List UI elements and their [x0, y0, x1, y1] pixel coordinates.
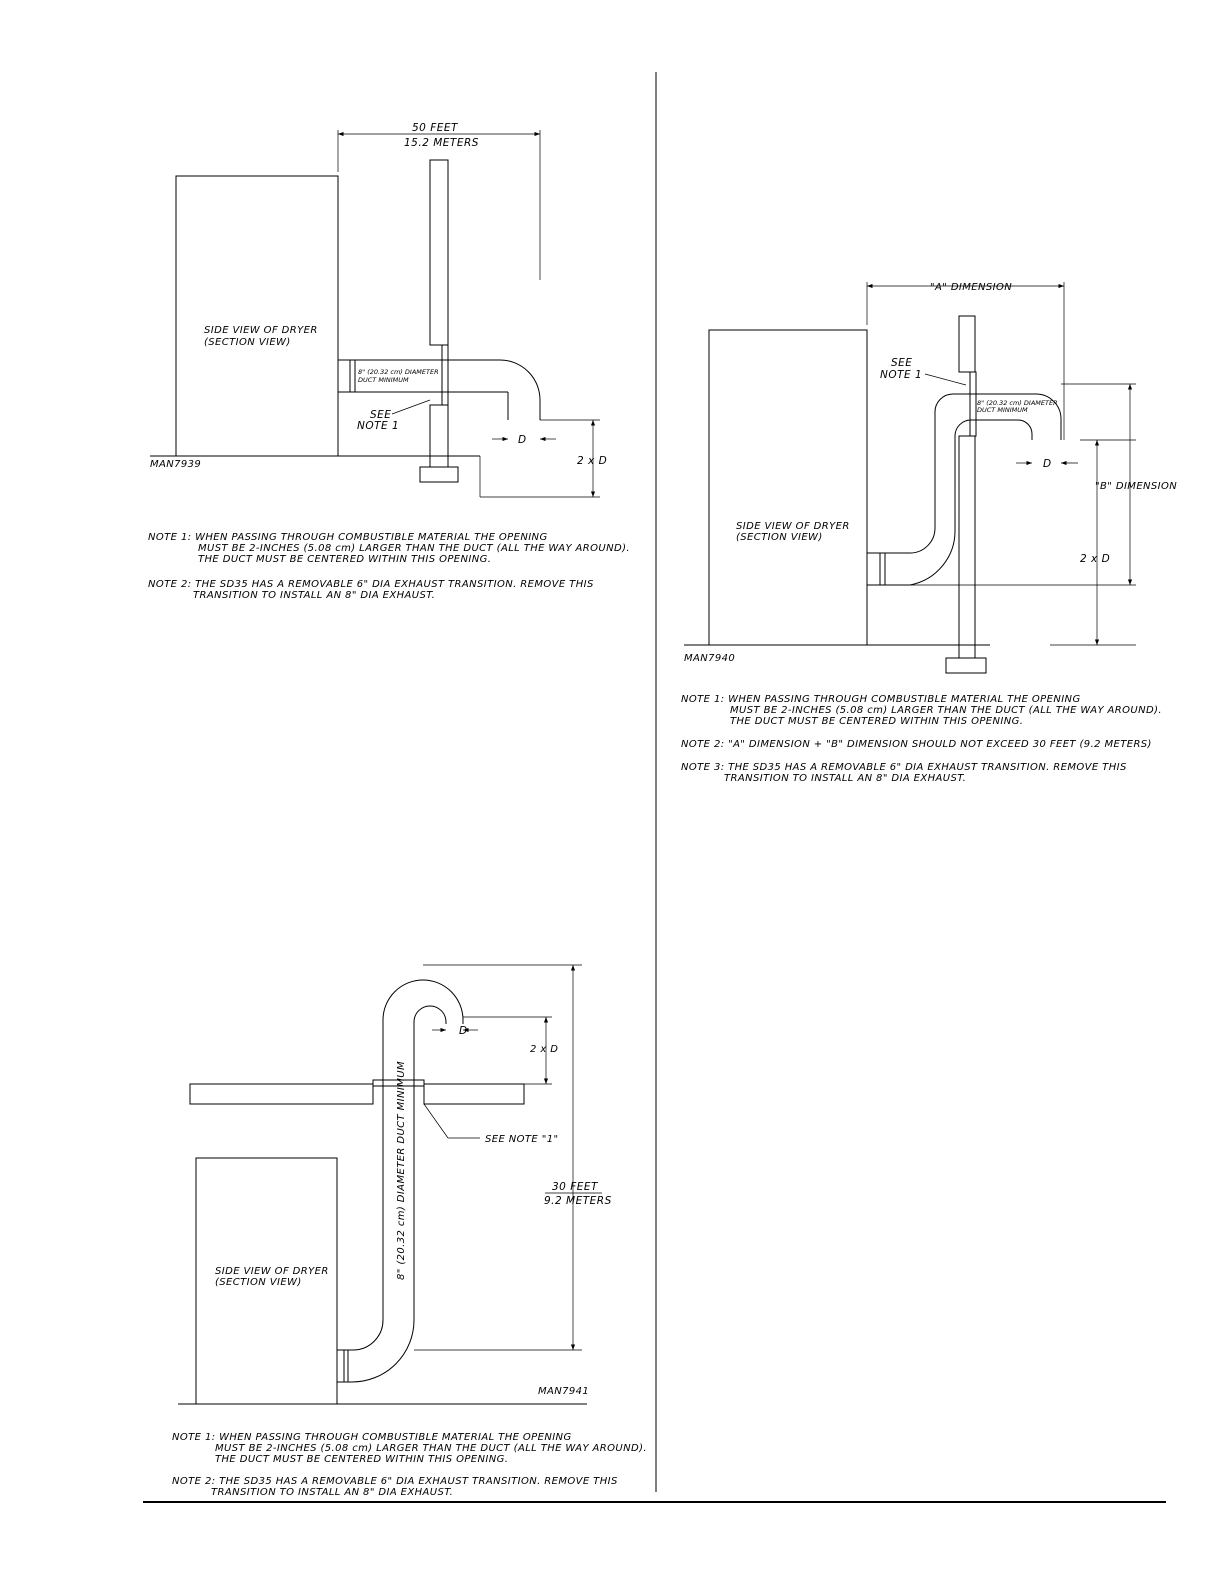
dim-15-meters: 15.2 METERS — [404, 137, 479, 149]
wall-hatch — [429, 159, 449, 346]
drawing-id: MAN7939 — [150, 459, 201, 470]
dryer-outline — [175, 175, 339, 457]
note-line: MUST BE 2-INCHES (5.08 cm) LARGER THAN T… — [730, 705, 1162, 716]
note-line: NOTE 2: "A" DIMENSION + "B" DIMENSION SH… — [681, 739, 1152, 750]
note-line: NOTE 1: WHEN PASSING THROUGH COMBUSTIBLE… — [148, 532, 548, 543]
note-line: NOTE 1: WHEN PASSING THROUGH COMBUSTIBLE… — [681, 694, 1081, 705]
dim-2xd: 2 x D — [577, 455, 607, 467]
diagram-man7940: "A" DIMENSION 8" (20.32 cm) DIAMETER DUC… — [681, 282, 1177, 784]
note-line: THE DUCT MUST BE CENTERED WITHIN THIS OP… — [730, 716, 1023, 727]
note-line: TRANSITION TO INSTALL AN 8" DIA EXHAUST. — [724, 773, 966, 784]
diagram-man7941: 8" (20.32 cm) DIAMETER DUCT MINIMUM D 2 … — [172, 964, 647, 1498]
dim-2xd: 2 x D — [530, 1044, 558, 1055]
note-line: MUST BE 2-INCHES (5.08 cm) LARGER THAN T… — [215, 1443, 647, 1454]
dryer-label-line2: (SECTION VIEW) — [215, 1277, 302, 1288]
see-note-label: SEE — [370, 409, 391, 421]
note-line: NOTE 1: WHEN PASSING THROUGH COMBUSTIBLE… — [172, 1432, 572, 1443]
see-note: SEE NOTE "1" — [485, 1134, 558, 1145]
dryer-label-line2: (SECTION VIEW) — [736, 532, 823, 543]
diagram-man7939: 50 FEET 15.2 METERS 8" (20.32 cm) DIAMET… — [148, 122, 630, 601]
duct-label-line1: 8" (20.32 cm) DIAMETER — [358, 368, 439, 376]
note-line: NOTE 3: THE SD35 HAS A REMOVABLE 6" DIA … — [681, 762, 1127, 773]
note-line: MUST BE 2-INCHES (5.08 cm) LARGER THAN T… — [198, 543, 630, 554]
dryer-label-line1: SIDE VIEW OF DRYER — [204, 325, 318, 336]
dryer-label-line2: (SECTION VIEW) — [204, 337, 291, 348]
dryer-outline — [708, 329, 868, 646]
duct-label-line1: 8" (20.32 cm) DIAMETER — [977, 399, 1058, 407]
see-note-label: SEE — [891, 357, 912, 369]
dryer-label-line1: SIDE VIEW OF DRYER — [736, 521, 850, 532]
duct-label-line2: DUCT MINIMUM — [977, 406, 1028, 414]
wall-hatch — [958, 315, 976, 373]
dim-2xd: 2 x D — [1080, 553, 1110, 565]
note-line: THE DUCT MUST BE CENTERED WITHIN THIS OP… — [215, 1454, 508, 1465]
duct-label-line2: DUCT MINIMUM — [358, 376, 409, 384]
see-note-number: NOTE 1 — [357, 420, 399, 432]
dim-d: D — [518, 434, 527, 446]
dryer-label-line1: SIDE VIEW OF DRYER — [215, 1266, 329, 1277]
dim-9-meters: 9.2 METERS — [544, 1195, 612, 1207]
note-line: THE DUCT MUST BE CENTERED WITHIN THIS OP… — [198, 554, 491, 565]
note-line: NOTE 2: THE SD35 HAS A REMOVABLE 6" DIA … — [148, 579, 594, 590]
dim-a: "A" DIMENSION — [930, 282, 1012, 293]
note-line: TRANSITION TO INSTALL AN 8" DIA EXHAUST. — [211, 1487, 453, 1498]
duct-vertical-label: 8" (20.32 cm) DIAMETER DUCT MINIMUM — [396, 1061, 407, 1280]
roof-hatch — [189, 1083, 374, 1105]
drawing-id: MAN7940 — [684, 653, 735, 664]
dim-d: D — [1043, 458, 1052, 470]
dim-30-feet: 30 FEET — [552, 1181, 599, 1193]
dim-d: D — [459, 1025, 468, 1037]
dim-50-feet: 50 FEET — [412, 122, 459, 134]
dim-b: "B" DIMENSION — [1095, 481, 1177, 492]
drawing-id: MAN7941 — [538, 1386, 589, 1397]
note-line: TRANSITION TO INSTALL AN 8" DIA EXHAUST. — [193, 590, 435, 601]
see-note-number: NOTE 1 — [880, 369, 922, 381]
note-line: NOTE 2: THE SD35 HAS A REMOVABLE 6" DIA … — [172, 1476, 618, 1487]
